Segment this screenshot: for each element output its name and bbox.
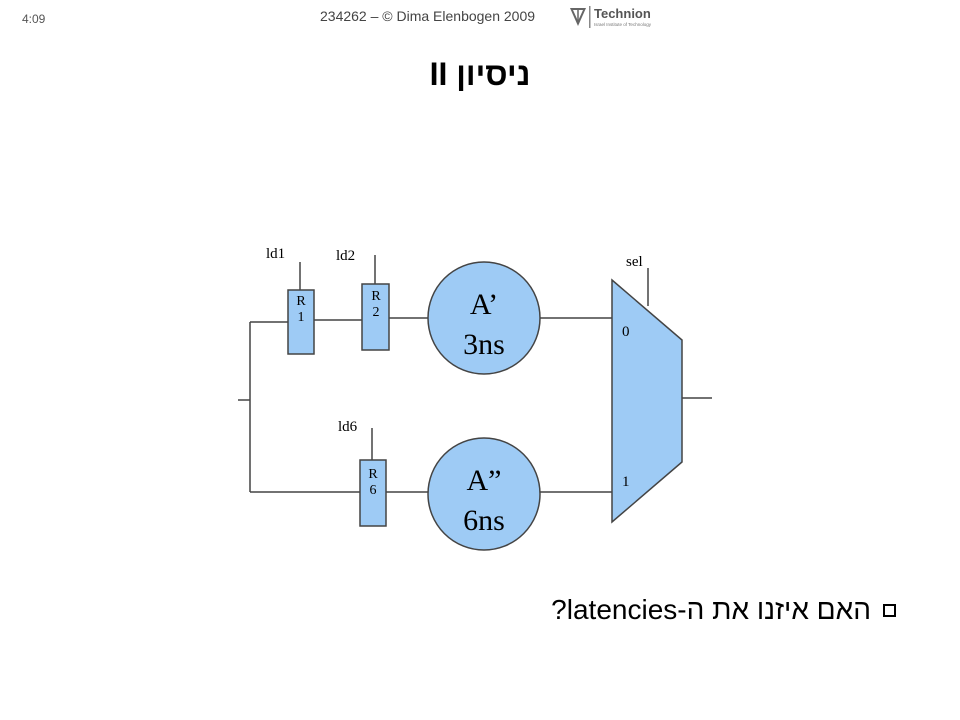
mux-input-0: 0 bbox=[622, 324, 630, 340]
register-r2-label: R bbox=[371, 289, 381, 304]
diagram-wires bbox=[238, 255, 712, 493]
register-r6-index: 6 bbox=[370, 483, 377, 498]
block-a-double-prime-delay: 6ns bbox=[463, 504, 505, 537]
register-r2-index: 2 bbox=[373, 305, 380, 320]
mux-input-1: 1 bbox=[622, 474, 630, 490]
technion-emblem-icon bbox=[570, 8, 586, 26]
bullet-item: האם איזנו את ה-latencies? bbox=[551, 594, 896, 626]
checkbox-bullet-icon bbox=[883, 603, 896, 617]
block-a-prime-name: A’ bbox=[470, 288, 498, 321]
slide-credit: 234262 – © Dima Elenbogen 2009 bbox=[320, 8, 536, 24]
block-a-double-prime bbox=[427, 437, 541, 551]
block-a-prime bbox=[427, 261, 541, 375]
register-r1 bbox=[287, 289, 315, 355]
block-a-double-prime-name: A” bbox=[467, 464, 502, 497]
register-r1-label: R bbox=[296, 294, 306, 309]
signal-sel: sel bbox=[626, 254, 643, 270]
logo-text: Technion bbox=[594, 6, 651, 21]
logo-subtext: Israel Institute of Technology bbox=[594, 22, 652, 27]
register-r2 bbox=[361, 283, 390, 351]
slide-time: 4:09 bbox=[22, 12, 46, 26]
signal-ld6: ld6 bbox=[338, 419, 358, 435]
slide-title: ניסיון II bbox=[429, 56, 531, 92]
block-a-prime-delay: 3ns bbox=[463, 328, 505, 361]
multiplexer bbox=[611, 278, 683, 524]
register-r1-index: 1 bbox=[298, 310, 305, 325]
technion-logo: Technion Israel Institute of Technology bbox=[570, 6, 652, 28]
signal-ld1: ld1 bbox=[266, 246, 285, 262]
bullet-text: האם איזנו את ה-latencies? bbox=[551, 594, 871, 625]
signal-ld2: ld2 bbox=[336, 248, 355, 264]
register-r6 bbox=[359, 459, 387, 527]
register-r6-label: R bbox=[368, 467, 378, 482]
